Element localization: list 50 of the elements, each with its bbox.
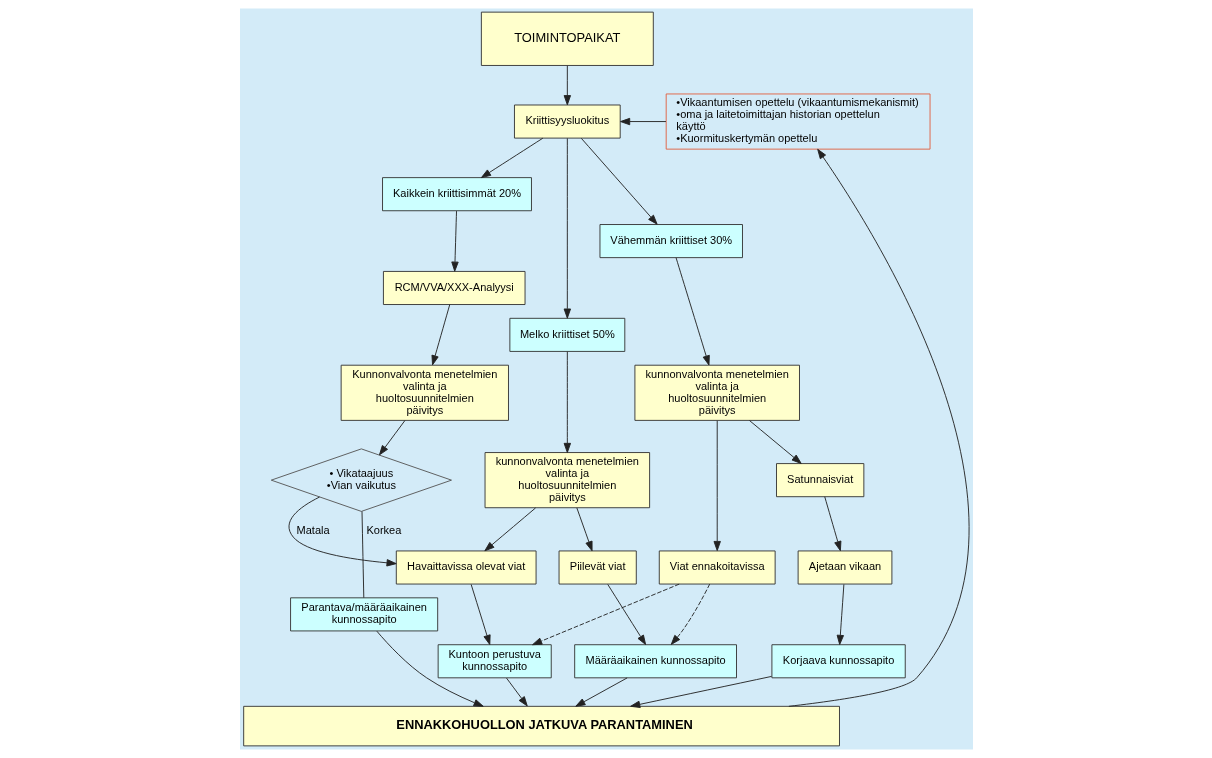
- node-box: Havaittavissa olevat viat: [395, 550, 537, 585]
- arrow: [288, 496, 397, 567]
- arrow: [563, 137, 571, 319]
- arrow: [563, 65, 571, 106]
- arrow: [431, 304, 450, 366]
- node-box: Piilevät viat: [558, 550, 637, 585]
- arrow: [378, 420, 405, 456]
- arrow: [836, 583, 844, 645]
- arrow: [574, 677, 628, 707]
- node-box: Kaikkein kriittisimmät 20%: [381, 177, 532, 212]
- arrow: [531, 583, 680, 646]
- arrow: [480, 137, 543, 179]
- node-box: Kriittisyysluokitus: [513, 104, 621, 139]
- arrow: [375, 630, 484, 707]
- arrow: [450, 210, 459, 272]
- arrow: [713, 420, 721, 552]
- node-diamond: • Vikataajuus •Vian vaikutus: [270, 448, 452, 512]
- arrow: [748, 420, 802, 464]
- arrow: [483, 507, 536, 552]
- arrow: [505, 677, 528, 707]
- node-box: Kunnonvalvonta menetelmien valinta ja huoltosuunnitelmien päivitys: [340, 364, 509, 421]
- node-box: kunnonvalvonta menetelmien valinta ja huoltosuunnitelmien päivitys: [484, 452, 650, 509]
- arrow: [563, 351, 571, 453]
- connector: [361, 511, 364, 599]
- node-box: Vähemmän kriittiset 30%: [599, 224, 743, 259]
- arrow: [575, 507, 593, 552]
- node-box: Korjaava kunnossapito: [770, 644, 906, 679]
- node-box: Ajetaan vikaan: [797, 550, 892, 585]
- node-box: Parantava/määräaikainen kunnossapito: [289, 597, 438, 632]
- arrow: [606, 583, 646, 645]
- arrow: [470, 583, 491, 645]
- arrow: [670, 583, 710, 645]
- arrow: [629, 675, 772, 708]
- node-box: •Vikaantumisen opettelu (vikaantumismekanismit) •oma ja laitetoimittajan historian opettelun käyttö •Kuormituskertymän opettelu: [665, 93, 930, 150]
- node-box: RCM/VVA/XXX-Analyysi: [382, 270, 525, 305]
- arrow: [675, 257, 710, 366]
- node-box: Viat ennakoitavissa: [658, 550, 776, 585]
- arrow: [619, 117, 666, 126]
- node-box: Satunnaisviat: [775, 463, 864, 498]
- node-box: TOIMINTOPAIKAT: [480, 11, 654, 66]
- edge-label: Korkea: [365, 524, 401, 537]
- arrow: [823, 496, 841, 552]
- node-box: kunnonvalvonta menetelmien valinta ja huoltosuunnitelmien päivitys: [633, 364, 800, 421]
- node-box: ENNAKKOHUOLLON JATKUVA PARANTAMINEN: [242, 705, 840, 747]
- arrow: [787, 148, 969, 707]
- edge-label: Matala: [296, 524, 330, 537]
- node-box: Kuntoon perustuva kunnossapito: [437, 644, 552, 679]
- node-box: Melko kriittiset 50%: [508, 317, 625, 352]
- node-box: Määräaikainen kunnossapito: [573, 644, 737, 679]
- arrow: [580, 137, 658, 225]
